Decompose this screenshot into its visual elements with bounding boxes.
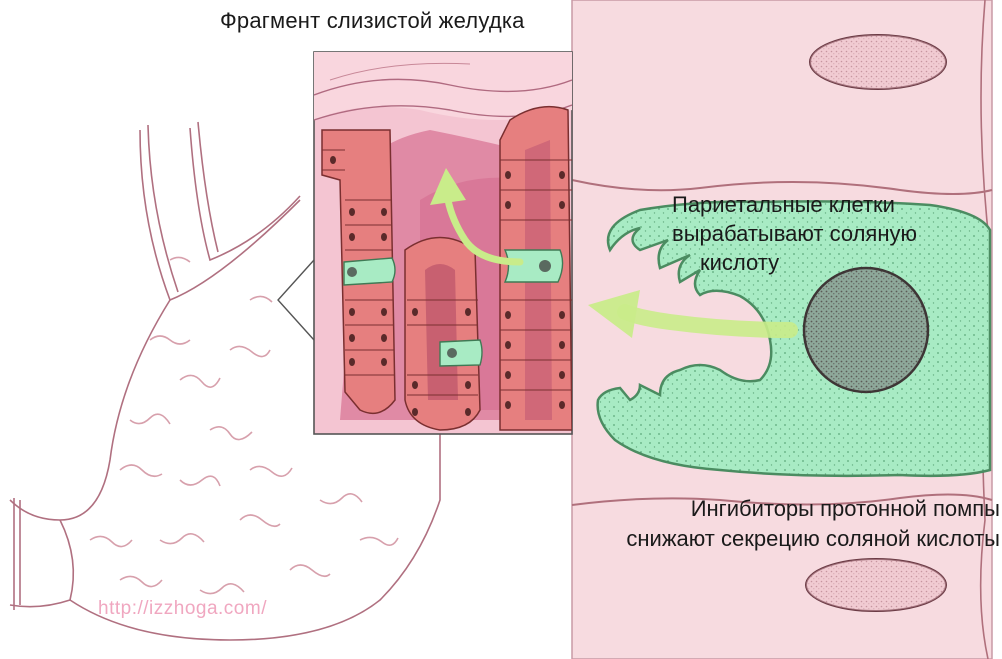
mucosa-inset bbox=[314, 52, 572, 434]
ppi-label-line1: Ингибиторы протонной помпы bbox=[500, 494, 1000, 524]
parietal-label-line3: кислоту bbox=[672, 248, 1002, 277]
ppi-label-line2: снижают секрецию соляной кислоты bbox=[500, 524, 1000, 554]
inset-pointer bbox=[278, 260, 314, 340]
parietal-label-line1: Париетальные клетки bbox=[672, 190, 1002, 219]
ppi-label: Ингибиторы протонной помпы снижают секре… bbox=[500, 494, 1000, 554]
watermark-url: http://izzhoga.com/ bbox=[98, 598, 267, 620]
parietal-label-line2: вырабатывают соляную bbox=[672, 219, 1002, 248]
parietal-cells-label: Париетальные клетки вырабатывают соляную… bbox=[672, 190, 1002, 277]
inset-title: Фрагмент слизистой желудка bbox=[220, 8, 525, 34]
